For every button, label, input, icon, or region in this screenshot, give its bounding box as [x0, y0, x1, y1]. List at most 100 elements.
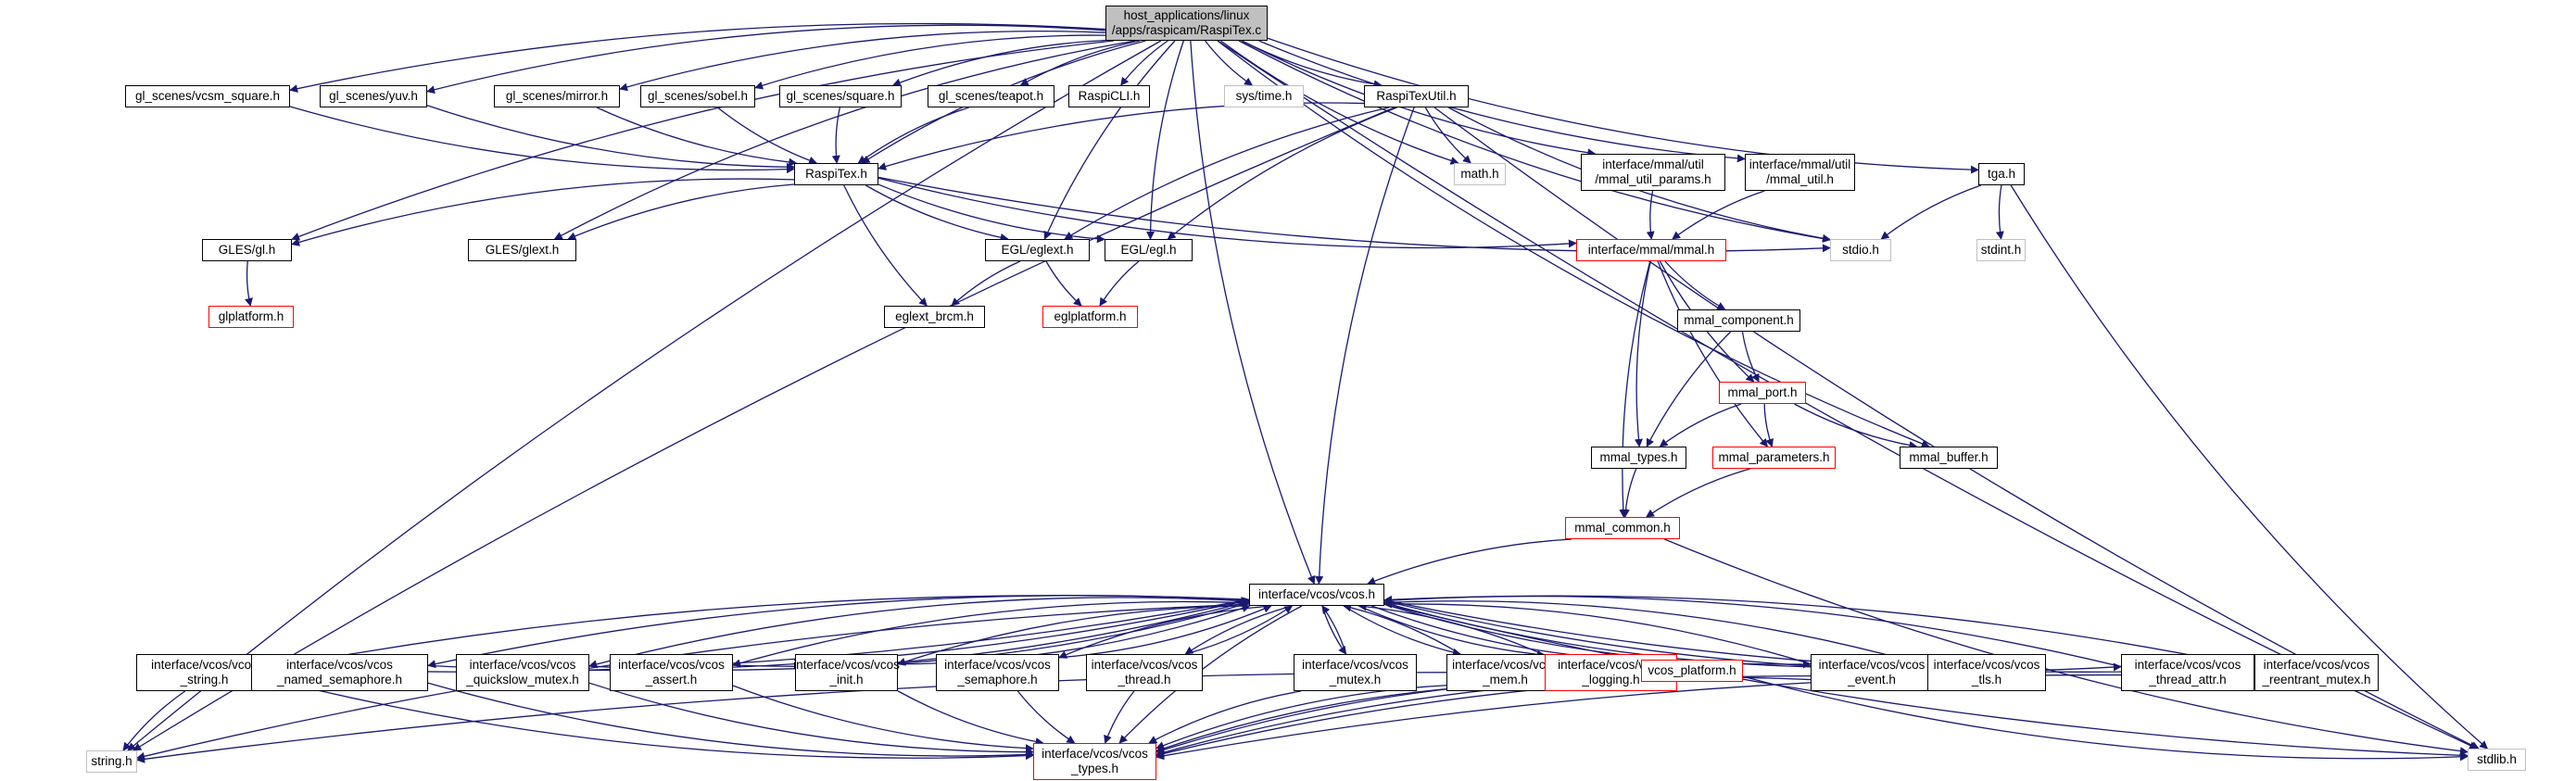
node-vcos-quickslow-mutex-h[interactable]: interface/vcos/vcos _quickslow_mutex.h [456, 654, 589, 691]
node-stdint-h: stdint.h [1976, 239, 2026, 261]
node-eglext-brcm-h[interactable]: eglext_brcm.h [884, 306, 985, 328]
edge-vcos_event-to-vcos [1383, 599, 1812, 665]
edge-egl-to-eglplatform [1099, 260, 1140, 307]
edge-root-to-mmal_buffer [1217, 40, 1930, 448]
node-gles-glext-h[interactable]: GLES/glext.h [468, 239, 576, 261]
edge-vcos-to-stdlib [1383, 603, 2469, 760]
edge-root-to-stdlib [1217, 40, 2478, 750]
node-mmal-common-h[interactable]: mmal_common.h [1565, 517, 1680, 539]
edge-vcos_mutex-to-vcos [1321, 605, 1347, 655]
edge-root-to-stdio [1238, 40, 1831, 243]
edge-yuv-to-raspitex [426, 105, 795, 171]
node-mirror-h[interactable]: gl_scenes/mirror.h [494, 85, 620, 107]
edge-tga-to-stdio [1880, 184, 1981, 240]
node-vcos-named-semaphore-h[interactable]: interface/vcos/vcos _named_semaphore.h [251, 654, 428, 691]
edge-vcos_quickslow_mutex-to-vcos_types [588, 682, 1034, 757]
node-mmal-util-params-h[interactable]: interface/mmal/util /mmal_util_params.h [1581, 154, 1725, 191]
node-mmal-types-h[interactable]: mmal_types.h [1591, 447, 1686, 469]
edge-vcos-to-vcos_mem [1343, 605, 1461, 657]
edge-raspitexutil-to-mathh [1424, 107, 1471, 164]
edge-vcos_reentrant_mutex-to-vcos [1383, 595, 2255, 669]
node-vcos-thread-attr-h[interactable]: interface/vcos/vcos _thread_attr.h [2121, 654, 2254, 691]
edge-mmal-to-mmal_common [1619, 260, 1651, 518]
node-raspitexutil-h[interactable]: RaspiTexUtil.h [1364, 85, 1469, 107]
node-mmal-util-h[interactable]: interface/mmal/util /mmal_util.h [1745, 154, 1855, 191]
edge-vcos-to-stringh [136, 603, 1250, 761]
edge-raspitex-to-mmal [878, 177, 1577, 249]
node-vcos-semaphore-h[interactable]: interface/vcos/vcos _semaphore.h [936, 654, 1059, 691]
node-tga-h[interactable]: tga.h [1978, 163, 2025, 185]
node-vcos-mutex-h[interactable]: interface/vcos/vcos _mutex.h [1294, 654, 1417, 691]
edge-util_params-to-mmal [1646, 190, 1655, 240]
edge-root-to-stringh [127, 40, 1162, 751]
node-teapot-h[interactable]: gl_scenes/teapot.h [928, 85, 1054, 107]
node-vcos-string-h[interactable]: interface/vcos/vcos _string.h [136, 654, 272, 691]
node-vcos-types-h[interactable]: interface/vcos/vcos _types.h [1033, 743, 1156, 780]
edge-root-to-gles_glext [553, 40, 1136, 240]
edge-vcos_mem-to-vcos [1343, 603, 1461, 655]
edge-vcos_thread-to-vcos_types [1104, 690, 1135, 744]
edge-mmal_component-to-mmal_types [1646, 331, 1732, 447]
edge-root-to-square [891, 39, 1106, 87]
node-string-h: string.h [86, 750, 137, 773]
edge-mmal_port-to-mmal_types [1659, 403, 1742, 447]
node-glplatform-h[interactable]: glplatform.h [208, 306, 294, 328]
edge-vcos-to-vcos_assert [732, 600, 1250, 668]
edge-sobel-to-raspitex [716, 107, 817, 165]
edge-root-to-util [1258, 40, 1746, 163]
edge-mmal_common-to-stdlib [1664, 538, 2469, 756]
node-vcos-tls-h[interactable]: interface/vcos/vcos _tls.h [1927, 654, 2046, 691]
edge-root-to-raspitexutil [1241, 40, 1383, 89]
node-square-h[interactable]: gl_scenes/square.h [779, 85, 902, 107]
node-vcos-init-h[interactable]: interface/vcos/vcos _init.h [793, 654, 900, 691]
edge-root-to-vcos [1190, 40, 1316, 585]
edge-tga-to-stdlib [2010, 184, 2489, 750]
edge-vcos_platform-to-stdlib [1742, 675, 2469, 762]
edge-mmal_common-to-vcos [1367, 538, 1572, 586]
node-gles-gl-h[interactable]: GLES/gl.h [202, 239, 292, 261]
node-mmal-buffer-h[interactable]: mmal_buffer.h [1900, 447, 1998, 469]
node-vcos-thread-h[interactable]: interface/vcos/vcos _thread.h [1086, 654, 1203, 691]
node-sobel-h[interactable]: gl_scenes/sobel.h [640, 85, 755, 107]
node-mmal-port-h[interactable]: mmal_port.h [1719, 382, 1806, 404]
edge-vcos_named_semaphore-to-vcos_types [427, 682, 1034, 759]
edge-eglext-to-eglplatform [1045, 260, 1082, 307]
edge-vcos_tls-to-vcos [1383, 598, 1928, 667]
node-vcos-platform-h[interactable]: vcos_platform.h [1641, 660, 1743, 682]
node-sys-time-h: sys/time.h [1224, 85, 1304, 107]
edge-mmal-to-mmal_parameters [1657, 260, 1768, 447]
node-mmal-component-h[interactable]: mmal_component.h [1677, 309, 1800, 332]
node-eglplatform-h[interactable]: eglplatform.h [1042, 306, 1138, 328]
edge-raspitexutil-to-eglext [1064, 107, 1390, 240]
node-vcos-assert-h[interactable]: interface/vcos/vcos _assert.h [610, 654, 733, 691]
edge-raspitex-to-eglext_brcm [843, 184, 928, 307]
edge-mmal_component-to-mmal_port [1741, 331, 1760, 383]
edge-raspitexutil-to-egl [1167, 107, 1397, 240]
node-raspicli-h[interactable]: RaspiCLI.h [1068, 85, 1150, 107]
edge-vcos-to-vcos_mutex [1321, 605, 1347, 655]
edge-raspitexutil-to-stdlib [1433, 107, 2480, 750]
node-egl-eglext-h[interactable]: EGL/eglext.h [985, 239, 1090, 261]
node-egl-egl-h[interactable]: EGL/egl.h [1105, 239, 1193, 261]
node-yuv-h[interactable]: gl_scenes/yuv.h [320, 85, 427, 107]
node-vcos-event-h[interactable]: interface/vcos/vcos _event.h [1811, 654, 1933, 691]
edge-root-to-sobel [754, 34, 1106, 90]
edge-mmal-to-mmal_component [1664, 260, 1726, 310]
edge-raspitex-to-egl [878, 183, 1105, 244]
node-raspitex-h[interactable]: RaspiTex.h [794, 163, 878, 185]
node-vcsm-square-h[interactable]: gl_scenes/vcsm_square.h [125, 85, 290, 107]
node-vcos-mem-h[interactable]: interface/vcos/vcos _mem.h [1446, 654, 1564, 691]
node-mmal-h[interactable]: interface/mmal/mmal.h [1576, 239, 1726, 261]
edge-vcos_string-to-vcos_types [271, 678, 1034, 761]
edge-vcos_assert-to-vcos_types [732, 685, 1034, 753]
edge-mmal-to-mmal_types [1634, 260, 1651, 447]
edge-raspitexutil-to-vcos [1315, 107, 1415, 585]
node-root-raspitex-c[interactable]: host_applications/linux /apps/raspicam/R… [1105, 6, 1268, 41]
node-stdio-h: stdio.h [1830, 239, 1891, 261]
node-vcos-reentrant-mutex-h[interactable]: interface/vcos/vcos _reentrant_mutex.h [2254, 654, 2379, 691]
node-vcos-h[interactable]: interface/vcos/vcos.h [1249, 584, 1384, 606]
edge-mmal_port-to-mmal_buffer [1794, 403, 1918, 450]
node-mmal-parameters-h[interactable]: mmal_parameters.h [1712, 447, 1836, 469]
edge-square-to-raspitex [831, 107, 840, 164]
edge-eglext-to-eglext_brcm [951, 260, 1021, 307]
